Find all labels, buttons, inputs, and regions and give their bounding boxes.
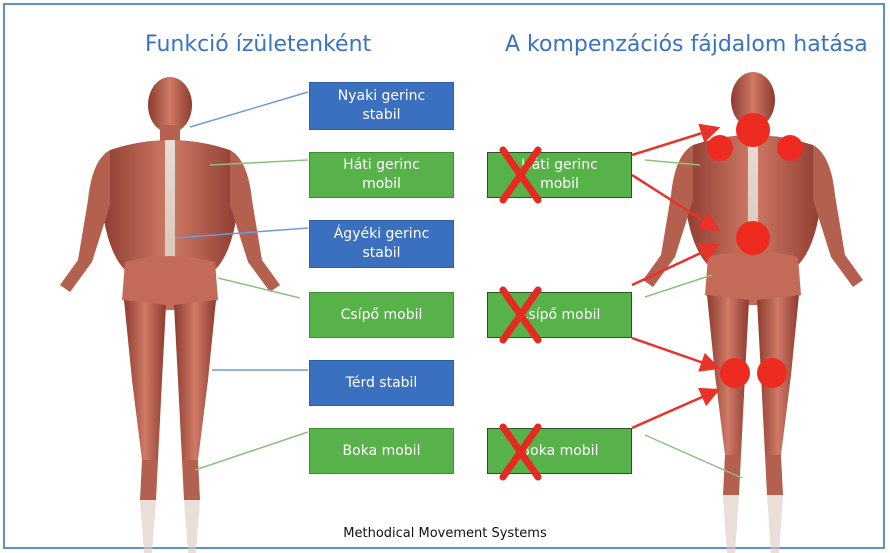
box-hip-mobile: Csípő mobil xyxy=(309,292,454,338)
box-label: Boka mobil xyxy=(343,442,421,461)
box-label-line1: Nyaki gerinc xyxy=(338,87,426,106)
box-ankle-mobile: Boka mobil xyxy=(309,428,454,474)
box-knee-stable: Térd stabil xyxy=(309,360,454,406)
box-label-line1: Háti gerinc xyxy=(343,156,420,175)
pain-marker-left-shoulder xyxy=(707,135,733,161)
box-label: Csípő mobil xyxy=(519,306,601,325)
pain-marker-right-knee xyxy=(757,358,787,388)
footer-credit: Methodical Movement Systems xyxy=(0,526,890,541)
pain-marker-right-shoulder xyxy=(777,135,803,161)
box-label: Boka mobil xyxy=(521,442,599,461)
left-body-figure xyxy=(60,77,280,553)
pain-marker-lower-back xyxy=(736,221,770,255)
box-label-line2: mobil xyxy=(343,175,420,194)
box-ankle-mobile-crossed: Boka mobil xyxy=(487,428,632,474)
box-label-line2: stabil xyxy=(338,106,426,125)
pain-marker-left-knee xyxy=(720,358,750,388)
box-label-line1: Háti gerinc xyxy=(521,156,598,175)
box-label-line2: stabil xyxy=(334,244,430,263)
pain-marker-neck xyxy=(736,113,770,147)
box-label-line2: mobil xyxy=(521,175,598,194)
box-label: Csípő mobil xyxy=(341,306,423,325)
box-label-line1: Ágyéki gerinc xyxy=(334,225,430,244)
box-hip-mobile-crossed: Csípő mobil xyxy=(487,292,632,338)
box-label: Térd stabil xyxy=(346,374,418,393)
right-title: A kompenzációs fájdalom hatása xyxy=(505,32,868,57)
left-title: Funkció ízületenként xyxy=(145,32,371,57)
